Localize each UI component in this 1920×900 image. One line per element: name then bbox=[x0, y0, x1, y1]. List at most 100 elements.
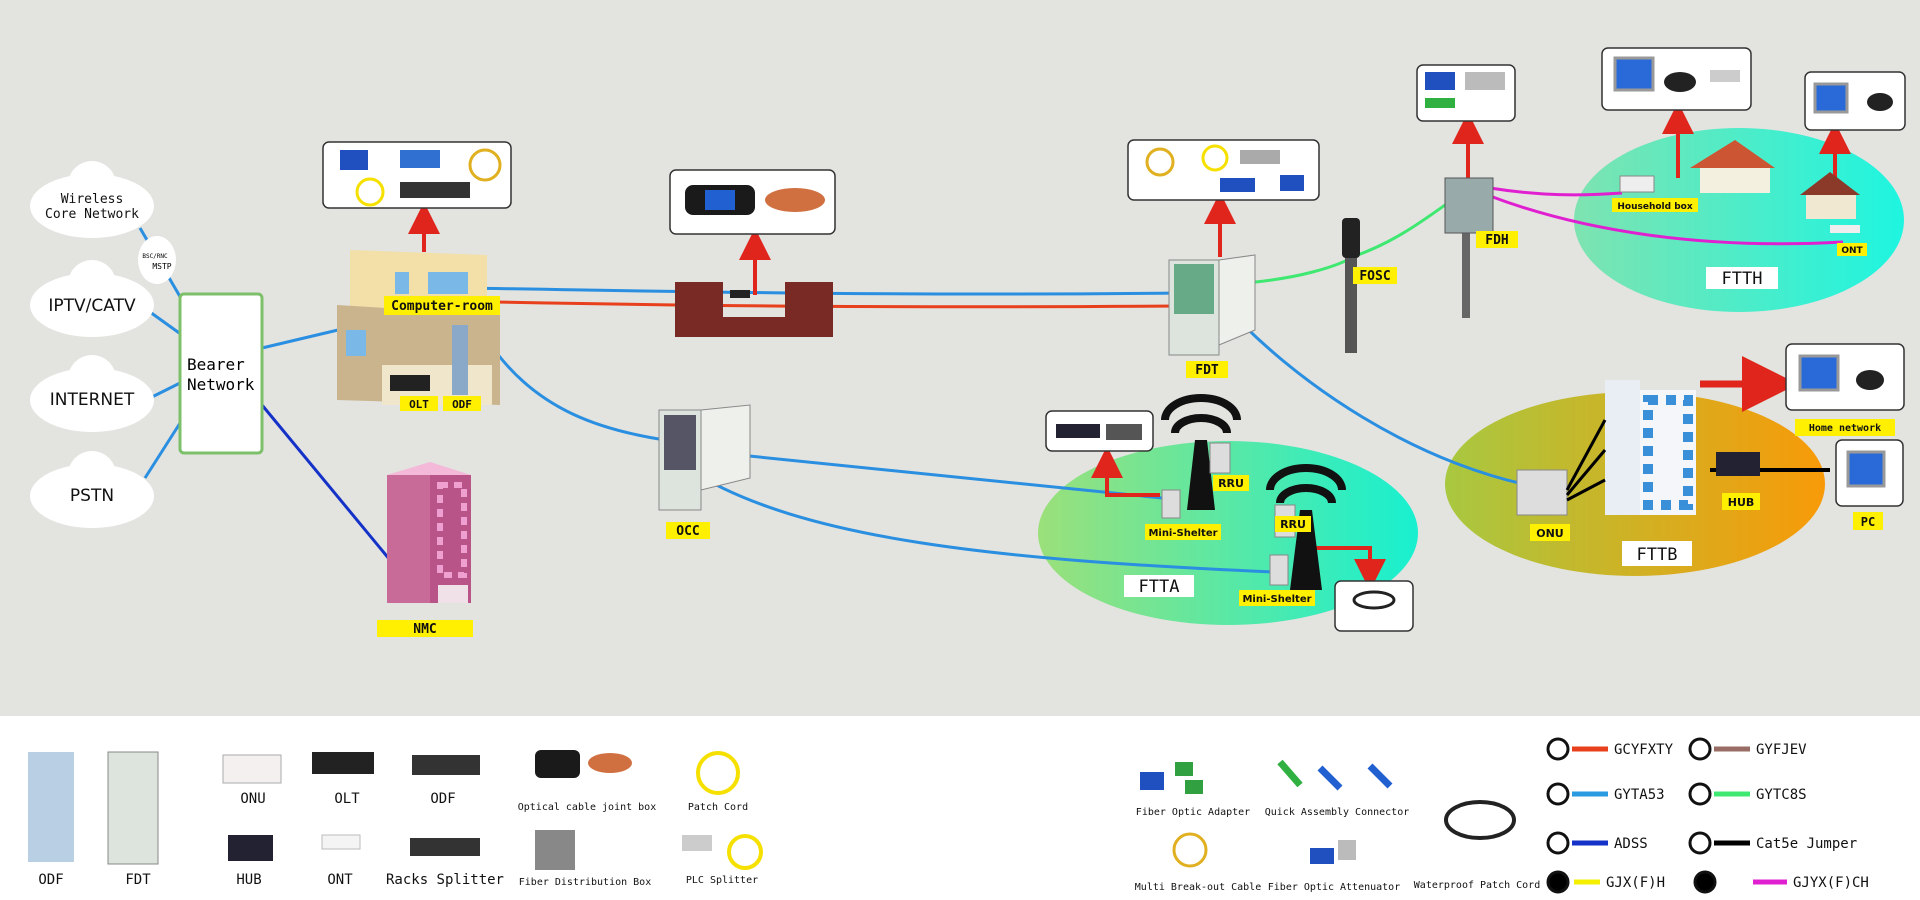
svg-text:ONU: ONU bbox=[1536, 527, 1564, 540]
ftta-site: RRU RRU Mini-Shelter Mini-Shelter FTTA bbox=[1124, 394, 1346, 606]
svg-text:OLT: OLT bbox=[334, 791, 360, 807]
line-occ bbox=[494, 351, 666, 442]
racks-splitter-icon bbox=[410, 838, 480, 856]
bsc-rnc-mstp-node: BSC/RNC MSTP bbox=[138, 236, 176, 284]
cable-cross-section-icon bbox=[1546, 782, 1570, 806]
svg-text:Network: Network bbox=[187, 375, 255, 394]
svg-text:ODF: ODF bbox=[38, 872, 63, 888]
cable-cross-section-icon bbox=[1546, 870, 1570, 894]
svg-text:FDT: FDT bbox=[125, 872, 151, 888]
ftth-houses: Household box ONT FTTH bbox=[1612, 140, 1867, 289]
cable-name: Cat5e Jumper bbox=[1756, 836, 1857, 852]
cloud-internet: INTERNET bbox=[30, 355, 154, 432]
computer-room-building: Computer-room OLT ODF bbox=[337, 250, 500, 411]
household-box-icon bbox=[1619, 175, 1655, 193]
odf-rack-icon bbox=[28, 752, 74, 862]
svg-text:PSTN: PSTN bbox=[70, 486, 114, 506]
svg-text:Quick Assembly Connector: Quick Assembly Connector bbox=[1265, 807, 1410, 818]
olt-icon bbox=[312, 752, 374, 774]
equipment-legend: ODF FDT ONU OLT ODF HUB ONT Racks Splitt… bbox=[28, 750, 1540, 893]
cable-legend-item: ADSS bbox=[1546, 831, 1648, 855]
svg-text:HUB: HUB bbox=[1728, 496, 1755, 509]
svg-text:RRU: RRU bbox=[1218, 477, 1244, 490]
waterproof-cord-box bbox=[1334, 580, 1414, 632]
rack-devices-box bbox=[1045, 410, 1154, 452]
fdt-cabinet: FDT bbox=[1168, 254, 1256, 378]
ont-device-icon bbox=[1830, 225, 1860, 233]
fdt-cabinet-icon bbox=[107, 751, 159, 865]
svg-text:NMC: NMC bbox=[413, 622, 436, 637]
onu-device-icon bbox=[1516, 469, 1568, 516]
wireless-signal-icon bbox=[1161, 394, 1346, 504]
fiber-optic-attenuator-icon bbox=[1310, 848, 1334, 864]
svg-text:Mini-Shelter: Mini-Shelter bbox=[1242, 594, 1311, 605]
ont-devices-box bbox=[1804, 71, 1906, 131]
underground-trench bbox=[675, 282, 833, 337]
svg-text:Core Network: Core Network bbox=[45, 207, 139, 222]
waterproof-patch-cord-icon bbox=[1444, 800, 1516, 840]
line-bearer-building bbox=[261, 328, 339, 350]
svg-text:ODF: ODF bbox=[430, 791, 455, 807]
fdt-components-box bbox=[1127, 139, 1320, 201]
svg-text:HUB: HUB bbox=[236, 872, 261, 888]
cable-legend-item: GJX(F)H bbox=[1546, 870, 1665, 894]
cable-cross-section-icon bbox=[1546, 737, 1570, 761]
svg-text:Computer-room: Computer-room bbox=[391, 299, 493, 314]
svg-text:BSC/RNC: BSC/RNC bbox=[142, 253, 168, 260]
occ-cabinet: OCC bbox=[658, 404, 751, 539]
svg-text:Racks Splitter: Racks Splitter bbox=[386, 872, 504, 888]
svg-text:Patch Cord: Patch Cord bbox=[688, 802, 748, 813]
quick-assembly-connector-icon bbox=[1277, 759, 1393, 791]
cable-cross-section-icon bbox=[1688, 782, 1712, 806]
svg-text:IPTV/CATV: IPTV/CATV bbox=[48, 296, 136, 316]
nmc-building: NMC bbox=[377, 462, 473, 637]
svg-text:Multi Break-out Cable: Multi Break-out Cable bbox=[1135, 882, 1261, 893]
pc-box bbox=[1835, 439, 1904, 507]
diagram-background bbox=[0, 0, 1920, 716]
svg-text:Waterproof Patch Cord: Waterproof Patch Cord bbox=[1414, 880, 1540, 891]
fosc-pole: FOSC bbox=[1342, 218, 1397, 353]
cable-name: GYTC8S bbox=[1756, 787, 1807, 803]
cable-legend-item: GYTC8S bbox=[1688, 782, 1807, 806]
cable-legend-item: GJYX(F)CH bbox=[1693, 870, 1869, 894]
svg-text:FTTH: FTTH bbox=[1722, 269, 1763, 289]
cable-legend-item: Cat5e Jumper bbox=[1688, 831, 1857, 855]
svg-text:Fiber Optic Attenuator: Fiber Optic Attenuator bbox=[1268, 882, 1400, 893]
svg-text:Optical cable joint box: Optical cable joint box bbox=[518, 802, 656, 813]
bearer-network-box: Bearer Network bbox=[178, 292, 264, 455]
svg-text:OLT: OLT bbox=[409, 398, 429, 411]
line-ont bbox=[1489, 194, 1844, 246]
cable-cross-section-icon bbox=[1693, 870, 1717, 894]
line-pstn bbox=[143, 419, 184, 479]
line-occ-shelter2 bbox=[689, 468, 1274, 574]
hub-device-icon bbox=[1716, 452, 1760, 476]
multi-breakout-cable-icon bbox=[1172, 832, 1208, 868]
cable-cross-section-icon bbox=[1688, 831, 1712, 855]
onu-icon bbox=[222, 754, 282, 784]
fttb-site: ONU HUB FTTB Home network PC bbox=[1516, 380, 1895, 566]
computer-room-components-box bbox=[322, 141, 512, 209]
fdh-pole: FDH bbox=[1444, 177, 1518, 318]
cable-name: GJX(F)H bbox=[1606, 875, 1665, 891]
cable-name: ADSS bbox=[1614, 836, 1648, 852]
svg-text:PC: PC bbox=[1861, 515, 1875, 529]
svg-text:FTTB: FTTB bbox=[1637, 545, 1678, 565]
cable-legend-item: GYFJEV bbox=[1688, 737, 1807, 761]
svg-text:ONT: ONT bbox=[1841, 246, 1863, 256]
line-household bbox=[1489, 186, 1623, 197]
cable-legend-item: GYTA53 bbox=[1546, 782, 1665, 806]
patch-cord-icon bbox=[696, 751, 740, 795]
olt-device-icon bbox=[390, 375, 430, 391]
svg-text:INTERNET: INTERNET bbox=[50, 390, 135, 410]
plc-splitter-icon bbox=[682, 835, 712, 851]
fdh-components-box bbox=[1416, 64, 1516, 122]
joint-box-icon bbox=[535, 750, 580, 778]
ont-icon bbox=[321, 834, 361, 850]
svg-text:FOSC: FOSC bbox=[1359, 269, 1390, 284]
line-internet bbox=[149, 380, 183, 400]
line-nmc bbox=[260, 404, 392, 561]
ftth-zone bbox=[1574, 128, 1904, 312]
line-iptv bbox=[149, 310, 183, 337]
svg-text:PLC Splitter: PLC Splitter bbox=[686, 875, 758, 886]
